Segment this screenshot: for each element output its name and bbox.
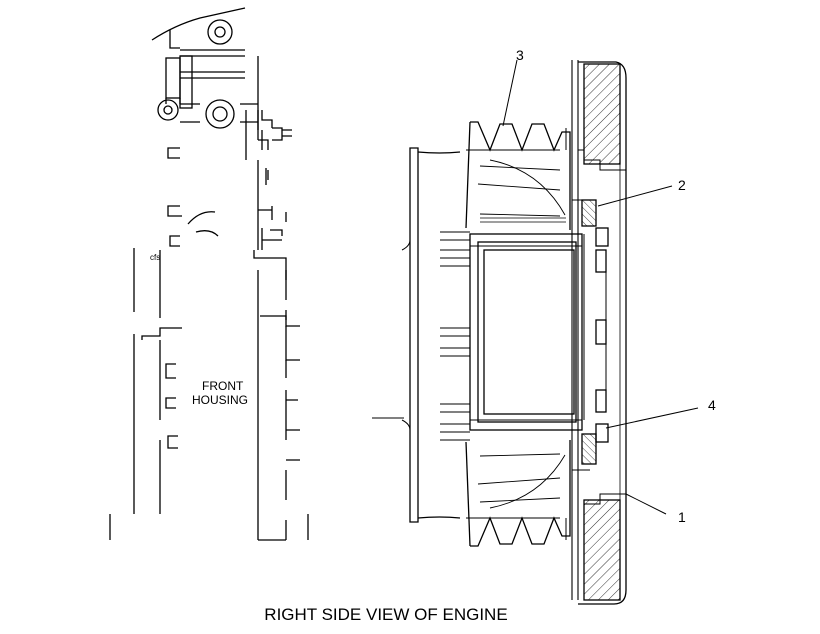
housing-label-line2: HOUSING (192, 393, 248, 407)
housing-label-line1: FRONT (202, 379, 244, 393)
callout-4: 4 (708, 397, 716, 413)
diagram-caption: RIGHT SIDE VIEW OF ENGINE (264, 605, 507, 624)
callout-3: 3 (516, 47, 524, 63)
callout-leaders (502, 59, 699, 515)
pulley-assembly (372, 60, 627, 605)
callout-1: 1 (678, 509, 686, 525)
front-housing-drawing (109, 7, 309, 541)
small-mark: cfs (150, 253, 160, 262)
callout-2: 2 (678, 177, 686, 193)
